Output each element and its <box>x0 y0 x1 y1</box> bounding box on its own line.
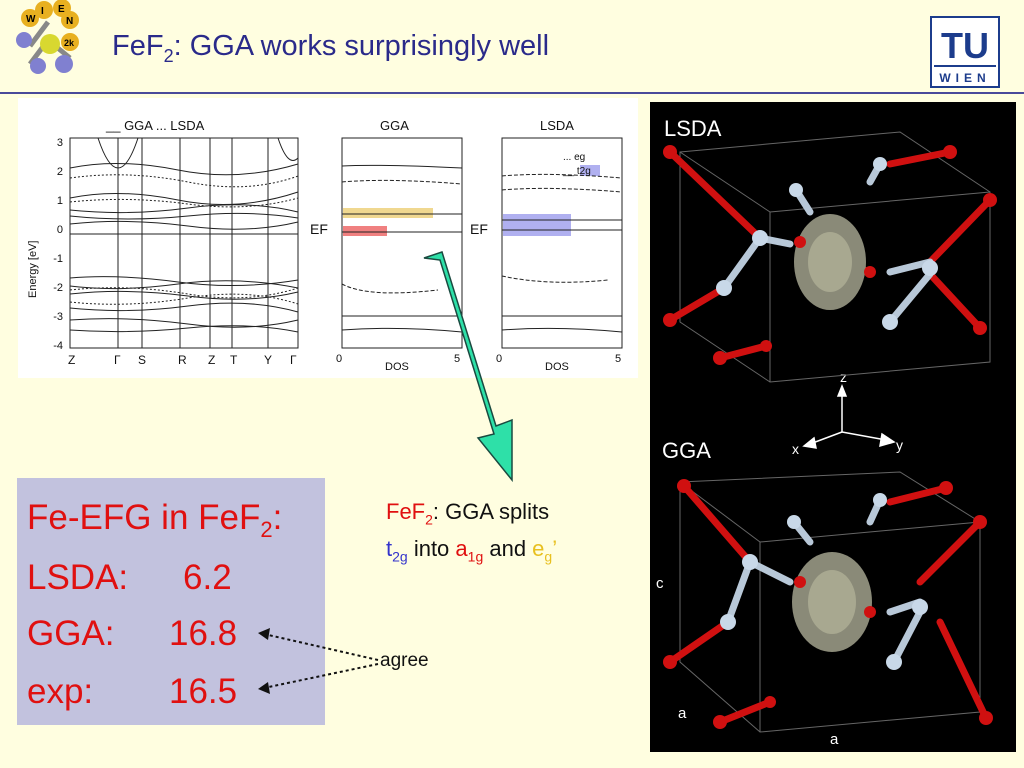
svg-text:W: W <box>26 14 36 25</box>
svg-text:DOS: DOS <box>385 361 409 373</box>
ef-label-gga: EF <box>310 221 328 237</box>
svg-text:0: 0 <box>336 353 342 365</box>
svg-text:-1: -1 <box>53 253 63 265</box>
svg-text:0: 0 <box>496 353 502 365</box>
svg-text:DOS: DOS <box>545 361 569 373</box>
lsda-panel-title: LSDA <box>540 118 574 133</box>
svg-text:Y: Y <box>264 353 272 367</box>
svg-text:a: a <box>678 705 687 722</box>
lsda-label: LSDA <box>664 116 722 141</box>
svg-text:Z: Z <box>208 353 215 367</box>
svg-text:c: c <box>656 575 664 592</box>
gga-panel-title: GGA <box>380 118 409 133</box>
agree-label: agree <box>380 650 429 671</box>
arrow-to-splits <box>423 251 513 483</box>
svg-text:-4: -4 <box>53 340 63 352</box>
svg-text:-3: -3 <box>53 311 63 323</box>
title-divider <box>0 92 1024 94</box>
structure-gga <box>663 471 993 733</box>
efg-label-lsda: LSDA: <box>27 558 129 597</box>
efg-value-exp: 16.5 <box>169 672 238 711</box>
efg-label-exp: exp: <box>27 672 94 711</box>
svg-text:2: 2 <box>57 166 63 178</box>
svg-text:-2: -2 <box>53 282 63 294</box>
svg-text:__ t2g: __ t2g <box>562 166 591 177</box>
efg-value-lsda: 6.2 <box>183 558 232 597</box>
svg-text:... eg: ... eg <box>563 152 585 163</box>
svg-text:Γ: Γ <box>114 353 121 367</box>
svg-text:0: 0 <box>57 224 63 236</box>
efg-heading: Fe-EFG in FeF2: <box>27 498 283 542</box>
band-legend: __ GGA ... LSDA <box>105 118 205 133</box>
svg-text:5: 5 <box>454 353 460 365</box>
y-axis-label: Energy [eV] <box>27 241 39 298</box>
svg-text:N: N <box>66 16 73 27</box>
crystal-structure-panel: LSDA GGA z x y c a a <box>650 102 1016 752</box>
efg-value-gga: 16.8 <box>169 614 238 653</box>
efg-box: Fe-EFG in FeF2: LSDA: 6.2 GGA: 16.8 exp:… <box>17 478 325 725</box>
structure-lsda <box>663 131 997 383</box>
svg-text:a: a <box>830 731 839 748</box>
band-dos-figure: __ GGA ... LSDA GGA LSDA Energy [eV] 3 2… <box>18 98 638 378</box>
svg-text:y: y <box>896 437 903 453</box>
svg-text:Z: Z <box>68 353 75 367</box>
svg-text:Γ: Γ <box>290 353 297 367</box>
svg-text:R: R <box>178 353 187 367</box>
agree-arrows <box>258 628 379 694</box>
ef-label-lsda: EF <box>470 221 488 237</box>
svg-text:WIEN: WIEN <box>939 71 990 85</box>
svg-text:2k: 2k <box>64 38 75 48</box>
svg-text:S: S <box>138 353 146 367</box>
svg-text:T: T <box>230 353 238 367</box>
svg-text:x: x <box>792 441 799 457</box>
svg-text:z: z <box>840 369 847 385</box>
svg-text:5: 5 <box>615 353 621 365</box>
efg-label-gga: GGA: <box>27 614 115 653</box>
gga-label: GGA <box>662 438 711 463</box>
svg-text:TU: TU <box>941 25 989 66</box>
svg-text:E: E <box>58 4 65 15</box>
svg-text:3: 3 <box>57 137 63 149</box>
svg-text:I: I <box>41 6 44 17</box>
tu-wien-logo: TU WIEN <box>930 16 1000 88</box>
wien2k-logo: W I E N 2k <box>16 0 79 74</box>
page-title: FeF2: GGA works surprisingly well <box>112 30 550 66</box>
svg-text:1: 1 <box>57 195 63 207</box>
splits-note: FeF2: GGA splits t2g into a1g and eg’ <box>386 499 558 565</box>
